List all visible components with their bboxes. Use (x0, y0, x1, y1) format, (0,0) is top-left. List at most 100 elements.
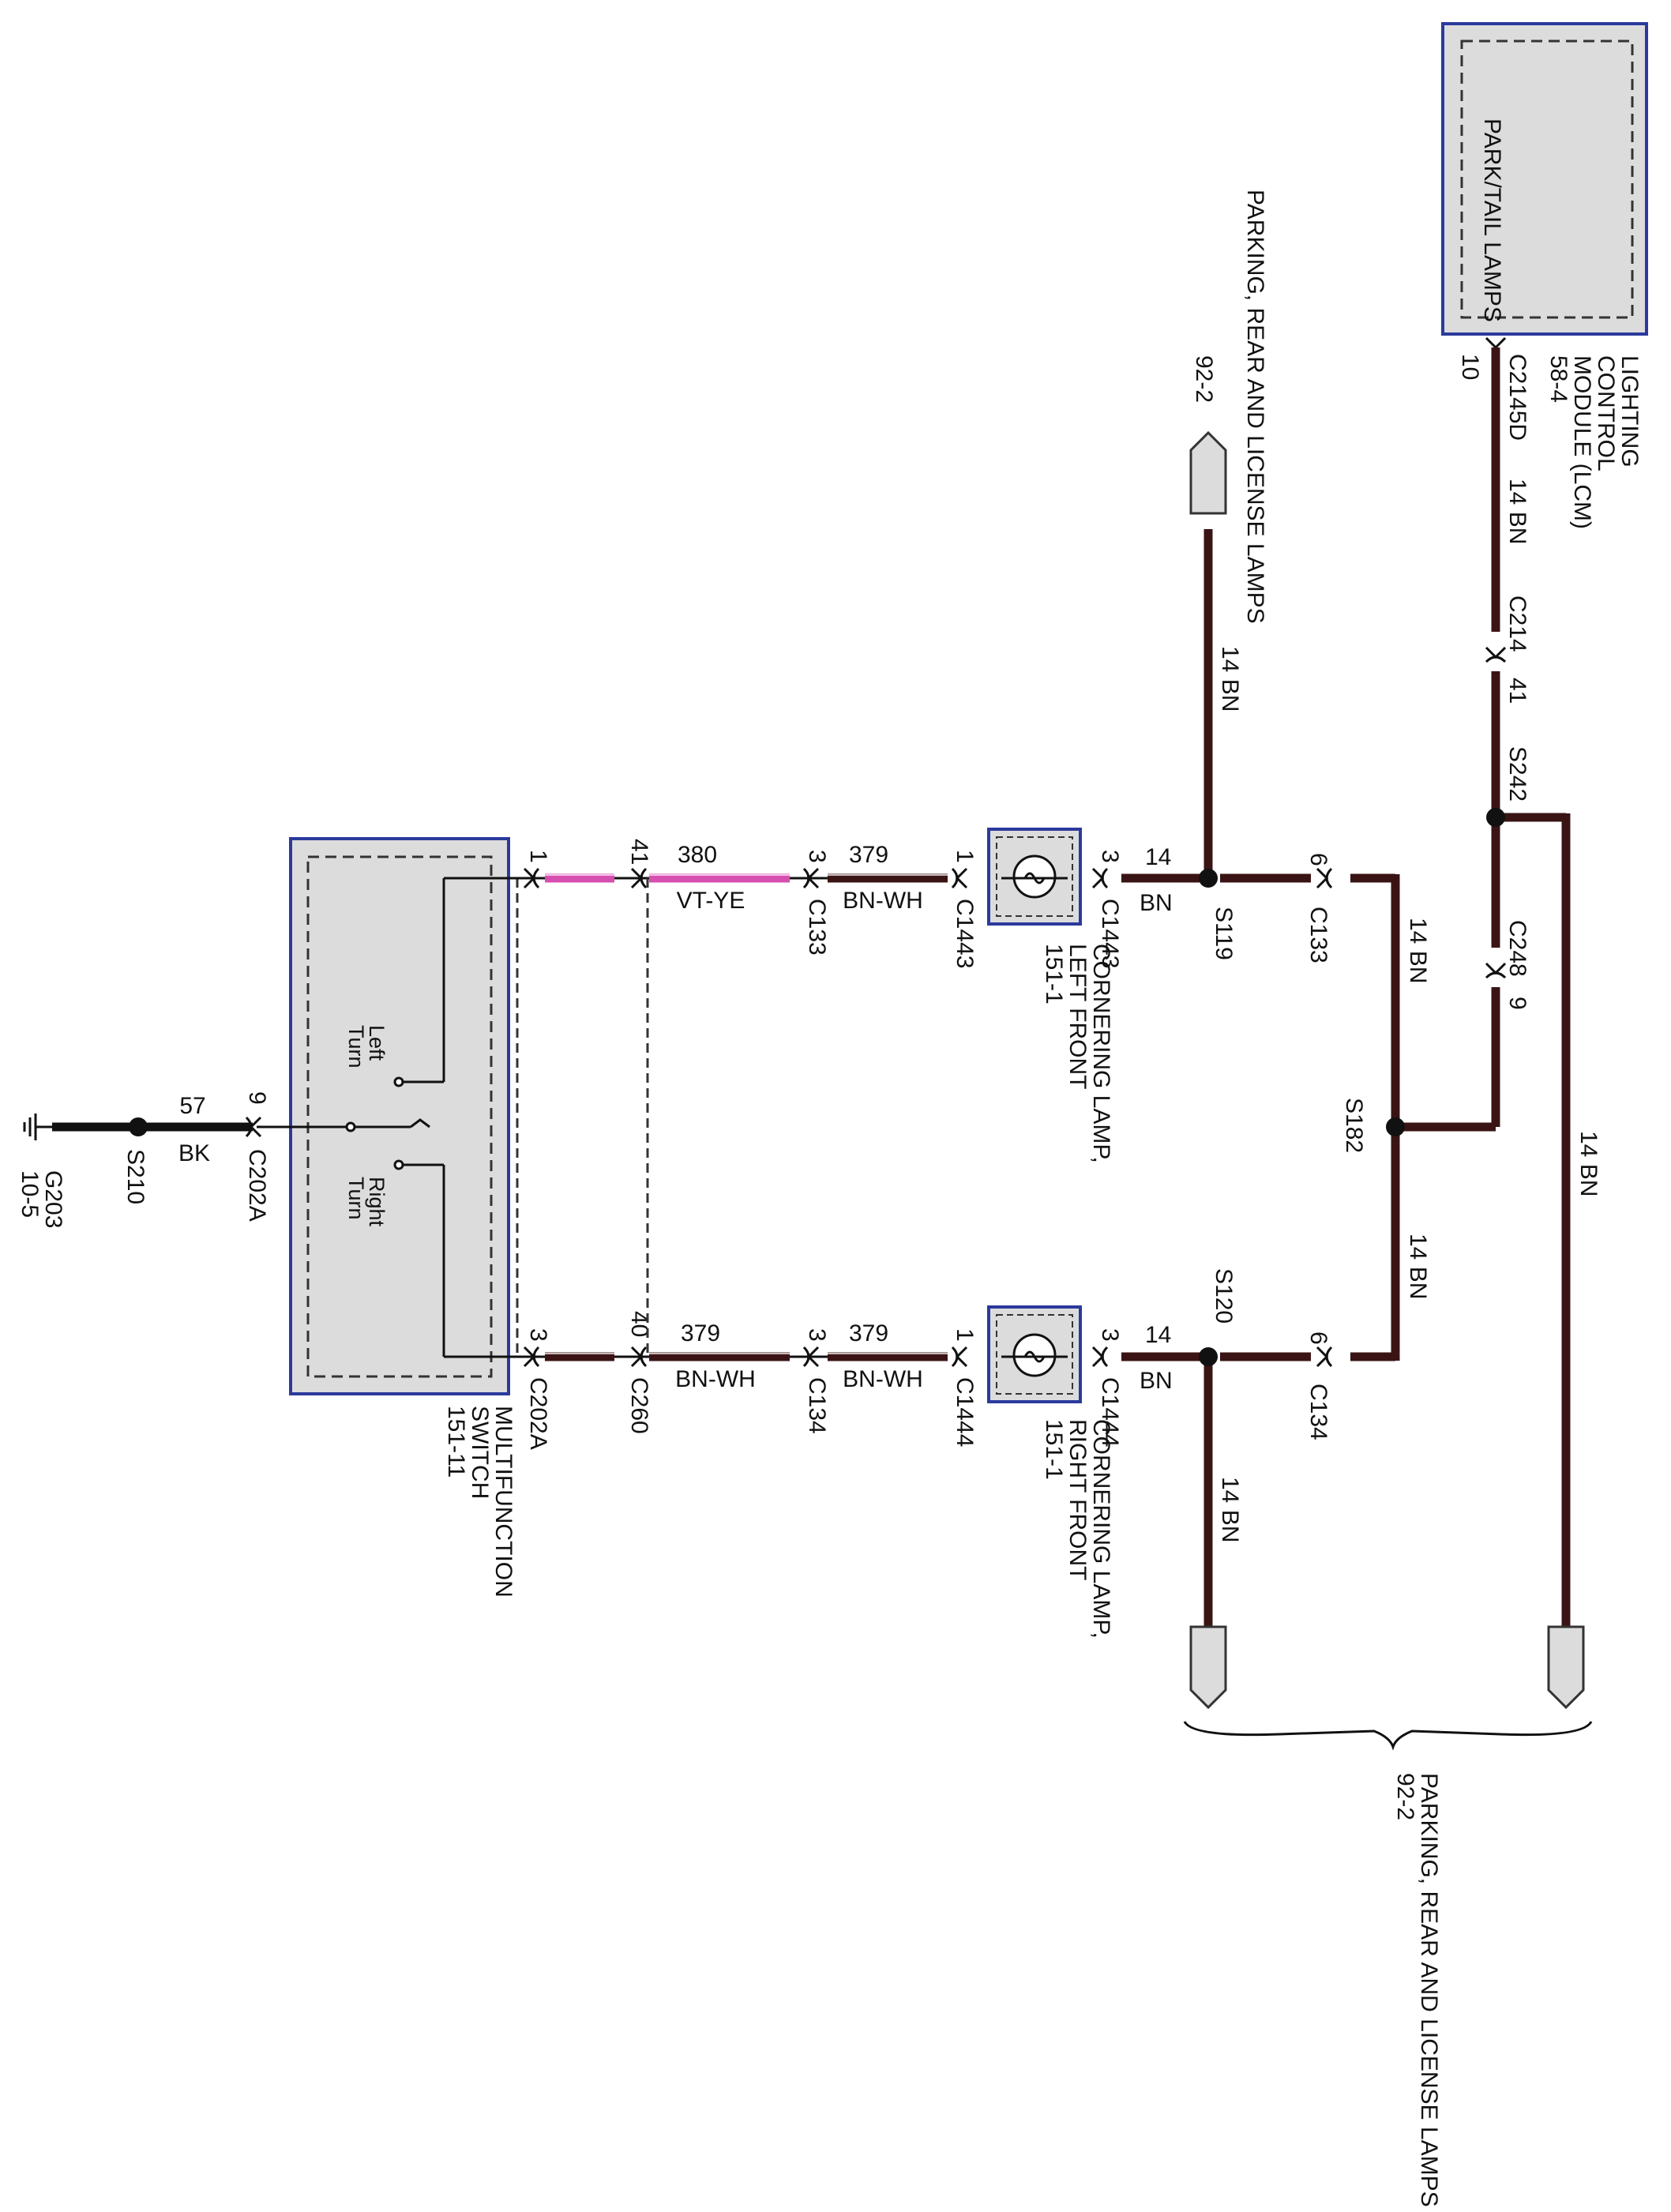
c133-top-label: C133 (1305, 907, 1331, 963)
wire-label-a: 14 BN (1504, 479, 1530, 544)
switch-name-line-3: 151-11 (443, 1406, 469, 1478)
c202a-pin-bot: 3 (525, 1328, 551, 1342)
offpage-top: PARKING, REAR AND LICENSE LAMPS 92-2 14 … (1189, 190, 1268, 712)
offpage-top-ref: 92-2 (1191, 355, 1217, 403)
s119-dot (1199, 869, 1218, 888)
c202a-pin-top: 1 (525, 850, 551, 863)
ground-ref: 10-5 (17, 1170, 43, 1218)
multifunction-switch: Left Turn Right Turn (257, 837, 524, 1395)
ground-circuit (23, 1114, 262, 1140)
dashed-connector-link (516, 878, 649, 1357)
c134-top-chevron (1316, 1346, 1329, 1368)
lcm-connector-label: C2145D (1504, 354, 1530, 441)
c134-top-pin: 6 (1305, 1331, 1331, 1345)
lamp-right-line-3: 151-1 (1041, 1419, 1067, 1480)
ground-name: G203 (40, 1170, 66, 1228)
c214-pin-label: 41 (1504, 678, 1530, 704)
left-turn-line-1: Left (365, 1025, 389, 1061)
lamp-connectors (951, 867, 1109, 1368)
c1444-b-pin: 1 (952, 1328, 978, 1342)
c248-chevron (1485, 962, 1507, 975)
gnd-circuit: 57 (179, 1093, 205, 1119)
s119-gauge: 14 (1145, 844, 1171, 870)
c202a-left-pin: 9 (244, 1091, 270, 1105)
gnd-color: BK (178, 1140, 210, 1166)
c1444-b-chevron (955, 1346, 968, 1368)
ground-icon (23, 1114, 52, 1140)
c202a-left-label: C202A (244, 1149, 270, 1222)
c1443-a-pin: 3 (1097, 850, 1123, 863)
c260-label: C260 (626, 1377, 652, 1434)
offpage-top-label: PARKING, REAR AND LICENSE LAMPS (1242, 190, 1268, 624)
lcm-name-line-1: LIGHTING (1617, 355, 1643, 468)
rf-color-b: BN-WH (675, 1366, 756, 1392)
lf-circuit-a: 379 (849, 842, 888, 868)
left-turn-line-2: Turn (344, 1025, 368, 1068)
wire-label-f: 14 BN (1217, 1477, 1243, 1542)
offpage-bottom-arrow-2 (1547, 1625, 1585, 1710)
lamp-left-line-2: LEFT FRONT (1065, 944, 1091, 1089)
c133-mid-pin: 3 (804, 850, 830, 863)
c1444-b-label: C1444 (952, 1377, 978, 1447)
right-turn-label: Right Turn (344, 1177, 389, 1227)
offpage-bottom-ref: 92-2 (1392, 1773, 1418, 1820)
c1443-b-pin: 1 (952, 850, 978, 863)
c133-top-pin: 6 (1305, 853, 1331, 866)
lamp-right-line-1: CORNERING LAMP, (1088, 1419, 1114, 1639)
c248-label: C248 (1504, 920, 1530, 977)
lcm-inner-label: PARK/TAIL LAMPS (1479, 118, 1505, 322)
s182-dot (1386, 1117, 1405, 1136)
c214-chevron (1485, 646, 1507, 659)
c134-mid-pin: 3 (804, 1328, 830, 1342)
wire-label-c: 14 BN (1217, 646, 1243, 712)
wire-label-d: 14 BN (1405, 918, 1431, 983)
trunk-connectors (1485, 646, 1507, 979)
wire-label-e: 14 BN (1405, 1234, 1431, 1299)
c1444-a-pin: 3 (1097, 1328, 1123, 1342)
c1443-a-label: C1443 (1097, 899, 1123, 968)
lamp-right-line-2: RIGHT FRONT (1065, 1419, 1091, 1580)
splice-points (129, 808, 1505, 1366)
lcm-name-line-3: MODULE (LCM) (1569, 355, 1595, 529)
s242-label: S242 (1504, 746, 1530, 802)
s210-label: S210 (122, 1149, 148, 1204)
offpage-top-arrow (1189, 430, 1227, 515)
wire-label-b: 14 BN (1575, 1131, 1602, 1196)
s120-dot (1199, 1347, 1218, 1366)
lf-color-b: VT-YE (677, 888, 745, 914)
lighting-control-module: PARK/TAIL LAMPS LIGHTING CONTROL MODULE … (1441, 22, 1648, 529)
c202a-bot-label: C202A (525, 1377, 551, 1450)
c134-mid-label: C134 (804, 1377, 830, 1434)
s120-color: BN (1140, 1368, 1173, 1394)
lamp-left-line-1: CORNERING LAMP, (1088, 944, 1114, 1163)
c1444-a-label: C1444 (1097, 1377, 1123, 1447)
c133-top-chevron (1316, 867, 1329, 889)
lcm-name-line-2: CONTROL (1593, 355, 1619, 471)
c1444-a-chevron (1091, 1346, 1105, 1368)
s242-dot (1486, 808, 1505, 827)
lf-color-a: BN-WH (843, 888, 923, 914)
lf-circuit-b: 380 (678, 842, 717, 868)
cornering-lamp-right (987, 1305, 1082, 1403)
offpage-bottom: PARKING, REAR AND LICENSE LAMPS 92-2 (1183, 1625, 1593, 2207)
right-turn-line-1: Right (365, 1177, 389, 1227)
c214-label: C214 (1504, 595, 1530, 652)
lamp-left-name: CORNERING LAMP, LEFT FRONT 151-1 (1041, 944, 1114, 1163)
c1443-a-chevron (1091, 867, 1105, 889)
rf-circuit-b: 379 (681, 1320, 720, 1346)
lcm-pin-label: 10 (1457, 354, 1483, 380)
c133-mid-label: C133 (804, 899, 830, 956)
lamp-right-name: CORNERING LAMP, RIGHT FRONT 151-1 (1041, 1419, 1114, 1639)
rf-circuit-a: 379 (849, 1320, 888, 1346)
offpage-bottom-brace (1183, 1721, 1593, 1751)
offpage-bottom-arrow-1 (1189, 1625, 1227, 1710)
rf-color-a: BN-WH (843, 1366, 923, 1392)
switch-name-line-2: SWITCH (467, 1406, 493, 1499)
c1443-b-chevron (955, 867, 968, 889)
switch-name: MULTIFUNCTION SWITCH 151-11 (443, 1406, 516, 1598)
mid-connectors (523, 867, 820, 1368)
bn-wires (1121, 347, 1571, 1627)
offpage-bottom-label: PARKING, REAR AND LICENSE LAMPS (1416, 1773, 1442, 2207)
lcm-name-line-4: 58-4 (1545, 355, 1571, 403)
